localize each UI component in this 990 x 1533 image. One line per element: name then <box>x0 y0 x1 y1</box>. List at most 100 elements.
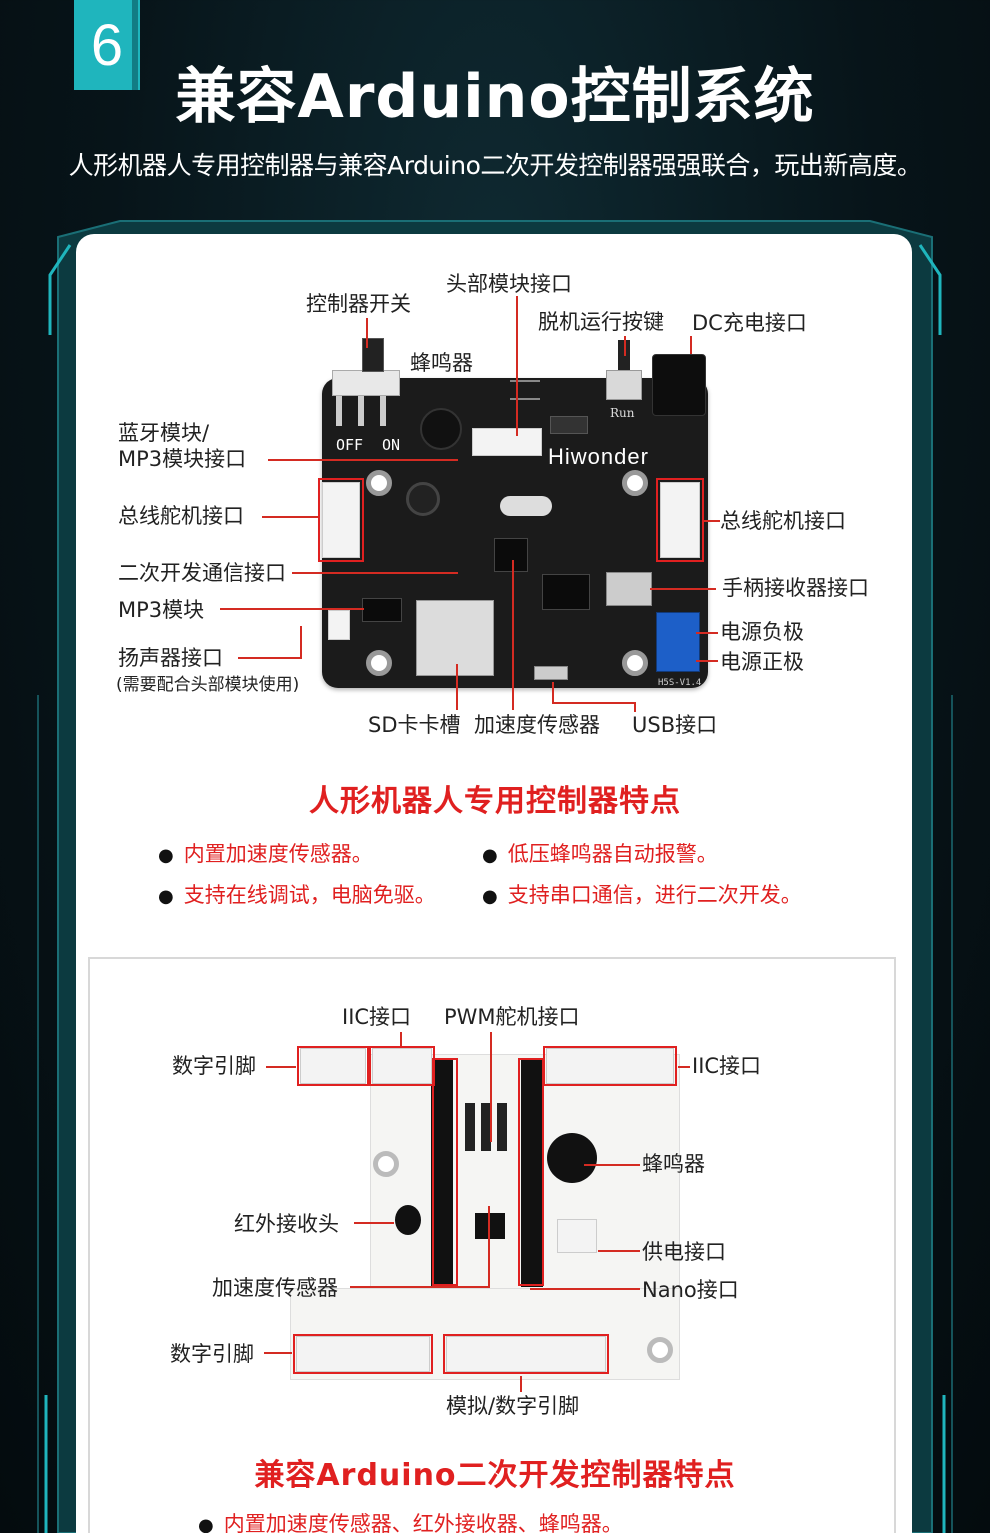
iic-connector-right <box>546 1048 674 1084</box>
header-strip-left <box>431 1059 453 1287</box>
leader-line <box>488 1206 490 1288</box>
leader-line <box>552 682 554 704</box>
led-marks <box>510 380 540 400</box>
leader-line <box>366 318 368 348</box>
buzzer-component <box>420 408 462 450</box>
power-switch <box>332 370 400 396</box>
label-pwm: PWM舵机接口 <box>444 1005 580 1029</box>
leader-line <box>266 1066 296 1068</box>
badge-accent <box>132 0 138 90</box>
leader-line <box>584 1164 640 1166</box>
bus-servo-highlight-left <box>318 478 364 562</box>
label-offline-button: 脱机运行按键 <box>538 310 664 334</box>
switch-on-text: ON <box>382 436 401 454</box>
label-nano: Nano接口 <box>642 1278 739 1302</box>
digital-pin-connector-bottom <box>296 1336 430 1372</box>
label-iic-right: IIC接口 <box>692 1054 762 1078</box>
leader-line <box>400 1032 402 1046</box>
mount-hole <box>366 470 392 496</box>
mount-hole <box>647 1337 673 1363</box>
feature-item: ●低压蜂鸣器自动报警。 <box>482 842 718 866</box>
header-highlight-right <box>518 1058 544 1286</box>
leader-line <box>456 664 458 710</box>
leader-line <box>530 1288 640 1290</box>
usb-a-port <box>606 572 652 606</box>
leader-line <box>350 1286 490 1288</box>
leader-line <box>268 459 458 461</box>
section-number-badge: 6 <box>74 0 140 90</box>
buzzer-component <box>547 1133 597 1183</box>
label-bluetooth-2: MP3模块接口 <box>118 447 247 471</box>
humanoid-controller-board: OFF ON Hiwonder Run H5S-V1.4 <box>318 338 708 688</box>
leader-line <box>490 1032 492 1142</box>
mount-hole <box>622 650 648 676</box>
label-bluetooth-1: 蓝牙模块/ <box>118 421 210 445</box>
label-analog-digital: 模拟/数字引脚 <box>446 1394 580 1418</box>
leader-line <box>598 1250 640 1252</box>
micro-usb-port <box>534 666 568 680</box>
accel-chip <box>494 538 528 572</box>
section2-title: 兼容Arduino二次开发控制器特点 <box>254 1458 736 1493</box>
label-power-2: 供电接口 <box>642 1240 726 1264</box>
label-accel: 加速度传感器 <box>474 713 600 737</box>
iic-highlight-top <box>369 1046 435 1086</box>
section1-title: 人形机器人专用控制器特点 <box>309 784 681 819</box>
leader-line <box>262 516 318 518</box>
leader-line <box>520 1376 522 1392</box>
mount-hole <box>622 470 648 496</box>
label-bus-servo-left: 总线舵机接口 <box>118 504 244 528</box>
label-sd-slot: SD卡卡槽 <box>368 713 461 737</box>
label-head-module: 头部模块接口 <box>446 272 572 296</box>
leader-line <box>624 336 626 356</box>
mount-hole <box>373 1151 399 1177</box>
label-bus-servo-right: 总线舵机接口 <box>720 509 846 533</box>
leader-line <box>516 296 518 436</box>
ir-receiver <box>395 1205 421 1235</box>
leader-line <box>696 660 718 662</box>
bus-servo-connector-right <box>660 482 700 558</box>
label-buzzer-2: 蜂鸣器 <box>642 1152 705 1176</box>
leader-line <box>354 1222 394 1224</box>
iic-highlight-right <box>543 1046 677 1086</box>
bus-servo-highlight-right <box>656 478 704 562</box>
label-dc-charge: DC充电接口 <box>692 311 807 335</box>
switch-pins <box>336 396 396 426</box>
label-usb: USB接口 <box>632 713 718 737</box>
label-accel-2: 加速度传感器 <box>212 1276 338 1300</box>
label-dev-comm: 二次开发通信接口 <box>118 561 286 585</box>
label-mp3-module: MP3模块 <box>118 598 205 622</box>
header-highlight-left <box>432 1058 458 1286</box>
dc-jack <box>652 354 706 416</box>
leader-line <box>264 1352 292 1354</box>
crystal <box>500 496 552 516</box>
feature-item: ●支持串口通信，进行二次开发。 <box>482 883 802 907</box>
leader-line <box>292 572 458 574</box>
arduino-section-panel <box>88 957 896 1533</box>
power-connector <box>557 1219 597 1253</box>
switch-off-text: OFF <box>336 436 364 454</box>
leader-line <box>220 608 364 610</box>
label-power-pos: 电源正极 <box>720 650 804 674</box>
leader-line <box>690 336 692 354</box>
label-buzzer: 蜂鸣器 <box>410 351 473 375</box>
leader-line <box>512 560 514 710</box>
label-power-switch: 控制器开关 <box>306 292 411 316</box>
digital-pin-highlight <box>297 1046 369 1086</box>
analog-connector <box>446 1336 606 1372</box>
feature-item: ●内置加速度传感器、红外接收器、蜂鸣器。 <box>198 1512 623 1533</box>
leader-line <box>238 657 300 659</box>
feature-item: ●支持在线调试，电脑免驱。 <box>158 883 436 907</box>
arduino-expansion-board <box>370 1054 680 1292</box>
label-power-neg: 电源负极 <box>720 620 804 644</box>
head-module-connector <box>472 428 542 456</box>
digital-pin-highlight-bottom <box>293 1334 433 1374</box>
leader-line <box>678 1066 690 1068</box>
power-terminal <box>656 612 700 672</box>
iic-connector-top <box>372 1048 432 1084</box>
run-label: Run <box>610 406 635 420</box>
header-strip-right <box>521 1059 543 1287</box>
speaker-connector <box>328 610 350 640</box>
digital-pin-connector <box>300 1048 366 1084</box>
leader-line <box>650 588 716 590</box>
leader-line <box>300 626 302 659</box>
